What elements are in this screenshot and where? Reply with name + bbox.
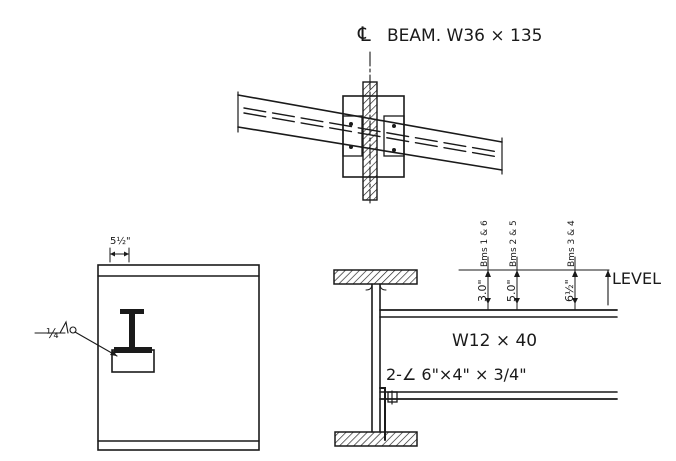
dim-arrow-bms-3 bbox=[572, 270, 578, 277]
left-dimension-label: 5½" bbox=[110, 235, 131, 247]
dim-arrow-bms-2 bbox=[514, 270, 520, 277]
plate-cleat-right bbox=[383, 115, 405, 157]
tee-flange bbox=[120, 309, 144, 314]
dimension-5-0: 5.0" bbox=[505, 279, 518, 302]
left-plate-outline bbox=[97, 264, 260, 451]
dim-arrow-bms-1-bottom bbox=[485, 298, 491, 304]
top-beam-title: BEAM. W36 × 135 bbox=[387, 26, 542, 46]
weld-all-around-circle bbox=[69, 326, 77, 334]
dim-arrow-right bbox=[124, 251, 129, 257]
dimension-3-0: 3.0" bbox=[476, 279, 489, 302]
weld-leader-line bbox=[74, 331, 118, 357]
web-fillet-top bbox=[365, 283, 387, 291]
level-marker-arrow bbox=[605, 270, 611, 277]
angle-spec-label: 2-∠ 6"×4" × 3/4" bbox=[386, 365, 527, 384]
level-label: LEVEL bbox=[612, 269, 661, 288]
bolt-2 bbox=[349, 145, 353, 149]
bolt-4 bbox=[392, 148, 396, 152]
dim-arrow-bms-2-bottom bbox=[514, 298, 520, 304]
right-section-view: Bms 1 & 6 Bms 2 & 5 Bms 3 & 4 3.0" 5.0" … bbox=[333, 220, 661, 447]
weld-block bbox=[111, 349, 155, 373]
bolt-1 bbox=[349, 122, 353, 126]
weld-size-label: ¼ bbox=[46, 327, 59, 342]
column-web-hatched bbox=[362, 81, 378, 201]
dim-arrow-bms-3-bottom bbox=[572, 298, 578, 304]
centerline-symbol: ℄ bbox=[357, 22, 371, 46]
top-plan-view: ℄ BEAM. W36 × 135 bbox=[237, 22, 542, 204]
column-bottom-flange bbox=[334, 431, 418, 447]
dim-arrow-bms-1 bbox=[485, 270, 491, 277]
tee-stem bbox=[129, 312, 135, 350]
column-top-flange bbox=[333, 269, 418, 285]
bent-label-bms-1-6: Bms 1 & 6 bbox=[480, 220, 490, 267]
weld-fillet-symbol bbox=[59, 320, 69, 334]
dim-arrow-left bbox=[110, 251, 115, 257]
bent-label-bms-2-5: Bms 2 & 5 bbox=[509, 220, 519, 267]
weld-leader-arrow bbox=[110, 350, 117, 356]
w12-beam-label: W12 × 40 bbox=[452, 331, 537, 351]
clip-angle bbox=[379, 387, 386, 441]
left-elevation-view: 5½" ¼ bbox=[34, 235, 260, 451]
bolt-3 bbox=[392, 124, 396, 128]
bent-label-bms-3-4: Bms 3 & 4 bbox=[567, 220, 577, 267]
dimension-6-half: 6½" bbox=[563, 279, 576, 302]
plate-cleat-left bbox=[342, 115, 363, 157]
